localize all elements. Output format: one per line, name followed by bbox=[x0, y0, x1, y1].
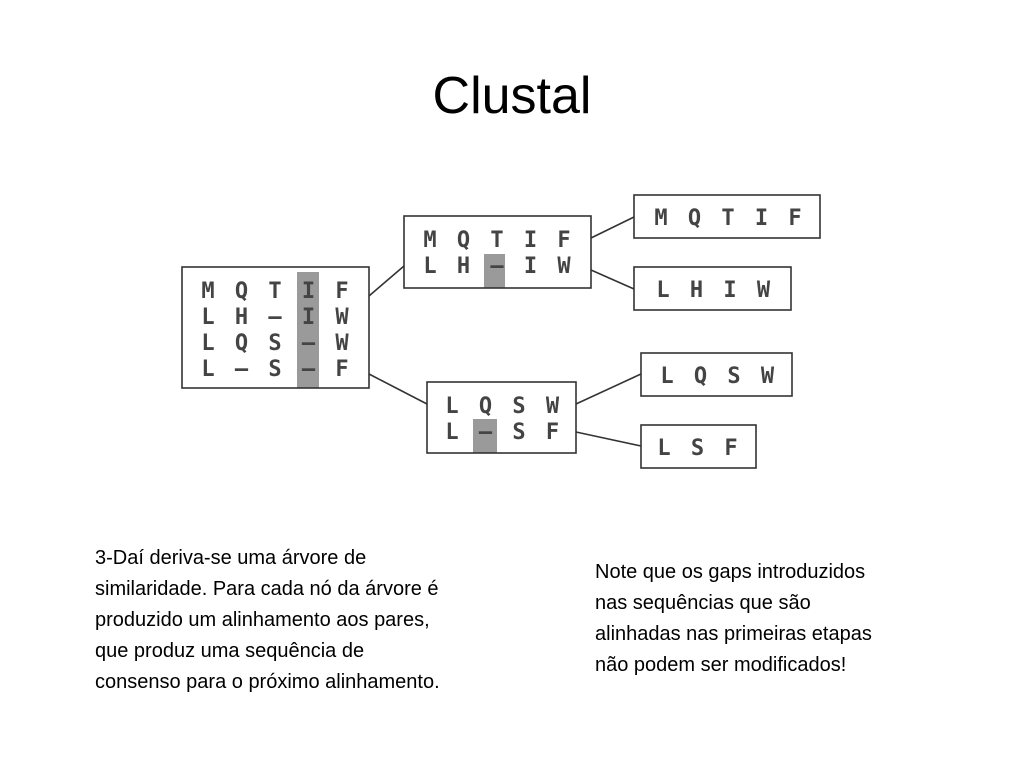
residue-letter: I bbox=[755, 206, 768, 231]
residue-letter: L bbox=[201, 331, 214, 356]
explanation-line: consenso para o próximo alinhamento. bbox=[95, 671, 440, 693]
residue-letter: L bbox=[445, 420, 458, 445]
note-line: nas sequências que são bbox=[595, 592, 811, 614]
explanation-line: produzido um alinhamento aos pares, bbox=[95, 609, 430, 631]
residue-letter: I bbox=[302, 279, 315, 304]
residue-letter: H bbox=[690, 278, 703, 303]
residue-letter: L bbox=[445, 394, 458, 419]
box-border bbox=[403, 215, 592, 289]
gap-column-highlight bbox=[297, 272, 319, 388]
residue-letter: W bbox=[546, 394, 560, 419]
tree-edge bbox=[575, 431, 642, 447]
note-text: Note que os gaps introduzidos nas sequên… bbox=[595, 557, 925, 681]
residue-letter: I bbox=[723, 278, 736, 303]
residue-letter: F bbox=[724, 436, 737, 461]
gap-column-highlight bbox=[484, 254, 505, 288]
residue-letter: T bbox=[490, 228, 503, 253]
residue-letter: Q bbox=[694, 364, 707, 389]
tree-edges bbox=[368, 216, 642, 447]
residue-letter: I bbox=[302, 305, 315, 330]
residue-letter: M bbox=[654, 206, 667, 231]
explanation-text: 3-Daí deriva-se uma árvore de similarida… bbox=[95, 543, 525, 698]
residue-letter: L bbox=[423, 254, 436, 279]
residue-letter: Q bbox=[479, 394, 492, 419]
box-border bbox=[426, 381, 577, 454]
residue-letter: W bbox=[757, 278, 771, 303]
gap-symbol: – bbox=[479, 420, 493, 445]
gap-symbol: – bbox=[268, 305, 282, 330]
box-border bbox=[640, 352, 793, 397]
explanation-line: 3-Daí deriva-se uma árvore de bbox=[95, 547, 367, 569]
residue-letter: L bbox=[657, 436, 670, 461]
residue-letter: T bbox=[721, 206, 734, 231]
residue-letter: Q bbox=[235, 331, 248, 356]
explanation-line: similaridade. Para cada nó da árvore é bbox=[95, 578, 439, 600]
residue-letter: L bbox=[660, 364, 673, 389]
note-line: Note que os gaps introduzidos bbox=[595, 561, 866, 583]
tree-edge bbox=[368, 373, 428, 405]
residue-letter: M bbox=[201, 279, 214, 304]
residue-letter: S bbox=[691, 436, 704, 461]
residue-letter: W bbox=[761, 364, 775, 389]
residue-letter: F bbox=[546, 420, 559, 445]
explanation-line: que produz uma sequência de bbox=[95, 640, 365, 662]
residue-letter: I bbox=[524, 228, 537, 253]
residue-letter: M bbox=[423, 228, 436, 253]
box-border bbox=[640, 424, 757, 469]
residue-letter: S bbox=[727, 364, 740, 389]
tree-edge bbox=[590, 269, 635, 290]
tree-edge bbox=[590, 216, 635, 239]
gap-symbol: – bbox=[490, 254, 504, 279]
residue-letter: S bbox=[268, 331, 281, 356]
residue-letter: H bbox=[235, 305, 248, 330]
gap-symbol: – bbox=[302, 331, 316, 356]
residue-letter: F bbox=[788, 206, 801, 231]
box-border bbox=[633, 194, 821, 239]
residue-letter: L bbox=[656, 278, 669, 303]
residue-letter: Q bbox=[457, 228, 470, 253]
residue-letter: S bbox=[512, 420, 525, 445]
residue-letter: W bbox=[335, 305, 349, 330]
residue-letter: Q bbox=[235, 279, 248, 304]
residue-letter: S bbox=[512, 394, 525, 419]
residue-letter: F bbox=[335, 279, 348, 304]
residue-letter: L bbox=[201, 305, 214, 330]
gap-column-highlight bbox=[473, 419, 497, 453]
residue-letter: H bbox=[457, 254, 470, 279]
gap-symbol: – bbox=[302, 357, 316, 382]
residue-letter: Q bbox=[688, 206, 701, 231]
tree-edge bbox=[575, 373, 642, 405]
residue-letter: T bbox=[268, 279, 281, 304]
slide-title: Clustal bbox=[432, 67, 592, 125]
residue-letter: W bbox=[557, 254, 571, 279]
note-line: alinhadas nas primeiras etapas bbox=[595, 623, 872, 645]
residue-letter: S bbox=[268, 357, 281, 382]
residue-letter: W bbox=[335, 331, 349, 356]
box-border bbox=[181, 266, 370, 389]
tree-edge bbox=[368, 265, 405, 297]
residue-letter: I bbox=[524, 254, 537, 279]
box-border bbox=[633, 266, 792, 311]
residue-letter: L bbox=[201, 357, 214, 382]
note-line: não podem ser modificados! bbox=[595, 654, 847, 676]
gap-symbol: – bbox=[235, 357, 249, 382]
residue-letter: F bbox=[557, 228, 570, 253]
residue-letter: F bbox=[335, 357, 348, 382]
